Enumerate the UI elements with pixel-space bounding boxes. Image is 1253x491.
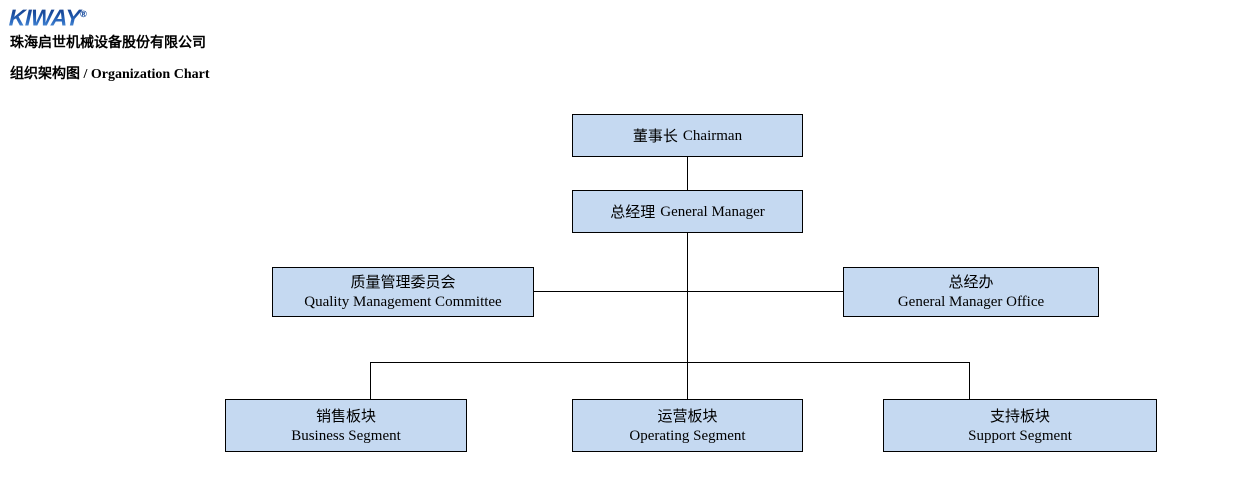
node-quality-management-committee-label-en: Quality Management Committee xyxy=(304,294,502,310)
node-operating-segment[interactable]: 运营板块 Operating Segment xyxy=(572,399,803,452)
node-general-manager-office[interactable]: 总经办 General Manager Office xyxy=(843,267,1099,317)
connector-segments-bar xyxy=(370,362,970,363)
kiway-logo: KIWAY® xyxy=(9,2,87,30)
registered-trademark-icon: ® xyxy=(80,9,87,19)
node-chairman[interactable]: 董事长 Chairman xyxy=(572,114,803,157)
connector-staff-crossbar xyxy=(533,291,843,292)
node-general-manager-office-label-en: General Manager Office xyxy=(897,294,1045,310)
logo-wordmark: KIWAY xyxy=(8,4,81,31)
node-business-segment[interactable]: 销售板块 Business Segment xyxy=(225,399,467,452)
node-operating-segment-label-cn: 运营板块 xyxy=(657,406,718,425)
connector-gm-spine xyxy=(687,232,688,363)
node-business-segment-label-cn: 销售板块 xyxy=(315,406,376,425)
page-title-cn: 组织架构图 xyxy=(10,66,80,82)
node-general-manager-label-en: General Manager xyxy=(660,203,765,220)
page-title-separator: / xyxy=(80,67,91,82)
node-general-manager[interactable]: 总经理 General Manager xyxy=(572,190,803,233)
page-title: 组织架构图 / Organization Chart xyxy=(10,63,210,83)
node-support-segment-label-cn: 支持板块 xyxy=(989,406,1050,425)
node-general-manager-label-cn: 总经理 xyxy=(610,202,656,221)
connector-chairman-to-gm xyxy=(687,157,688,190)
connector-drop-business xyxy=(370,362,371,399)
company-name: 珠海启世机械设备股份有限公司 xyxy=(10,35,206,51)
node-quality-management-committee[interactable]: 质量管理委员会 Quality Management Committee xyxy=(272,267,534,317)
page-title-en: Organization Chart xyxy=(90,67,210,82)
node-chairman-label-cn: 董事长 xyxy=(632,126,678,145)
node-business-segment-label-en: Business Segment xyxy=(291,427,401,444)
node-operating-segment-label-en: Operating Segment xyxy=(629,427,746,444)
node-chairman-label-en: Chairman xyxy=(682,127,743,144)
connector-drop-operating xyxy=(687,362,688,399)
node-quality-management-committee-label-cn: 质量管理委员会 xyxy=(350,273,456,291)
organization-chart: 董事长 Chairman 总经理 General Manager 质量管理委员会… xyxy=(0,92,1253,491)
connector-drop-support xyxy=(969,362,970,399)
node-support-segment[interactable]: 支持板块 Support Segment xyxy=(883,399,1157,452)
node-support-segment-label-en: Support Segment xyxy=(968,427,1072,444)
page-header: KIWAY® 珠海启世机械设备股份有限公司 组织架构图 / Organizati… xyxy=(0,0,1253,92)
node-general-manager-office-label-cn: 总经办 xyxy=(948,273,994,291)
